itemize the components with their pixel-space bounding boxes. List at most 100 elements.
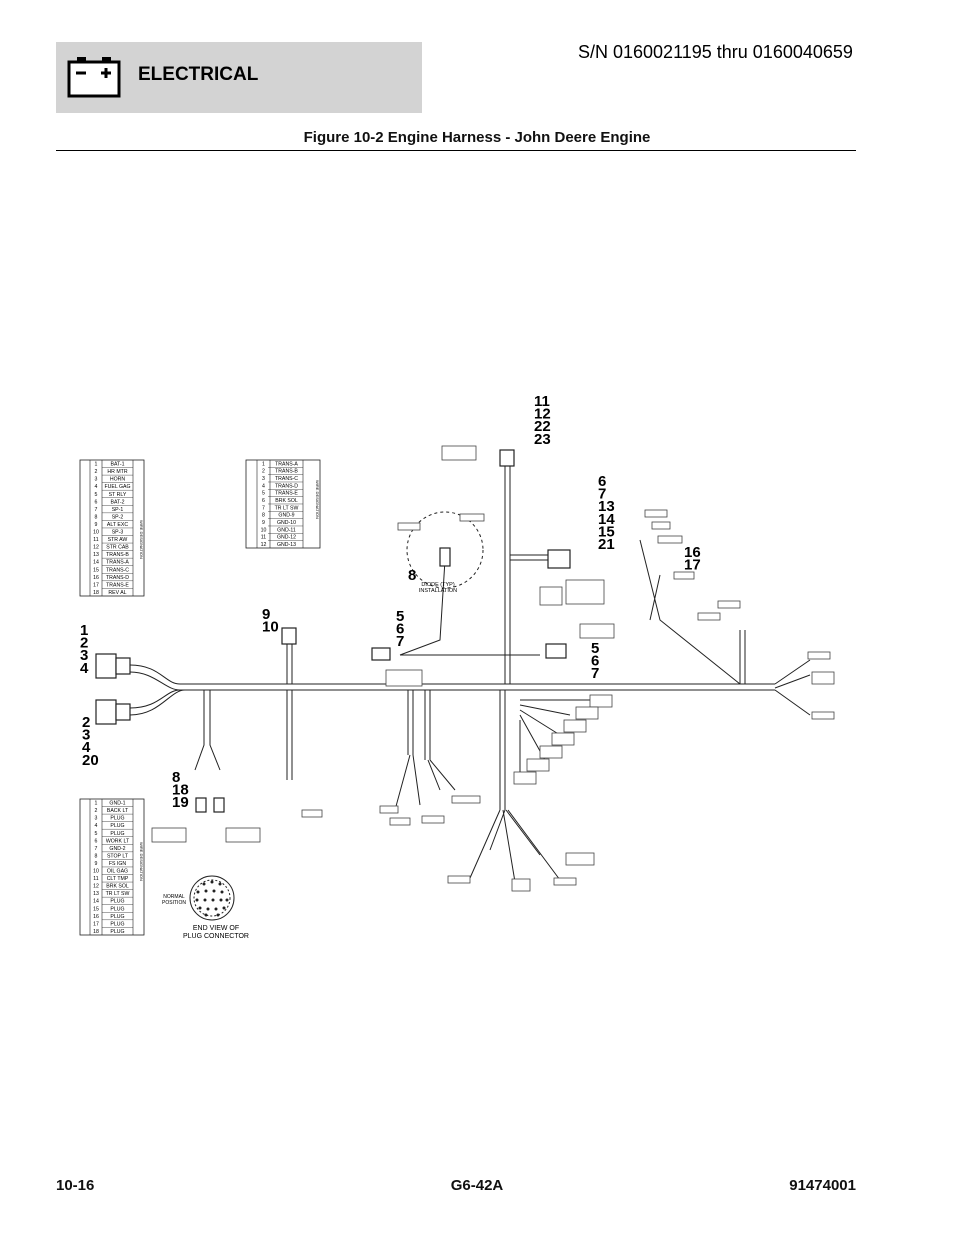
callout-5-7-right: 567	[591, 640, 599, 682]
figure-title: Figure 10-2 Engine Harness - John Deere …	[303, 129, 651, 146]
section-title: ELECTRICAL	[138, 64, 259, 85]
table-row-name: TR LT SW	[275, 505, 299, 511]
table-row-number: 8	[95, 514, 98, 520]
callout-5-7-left: 567	[396, 608, 404, 650]
callout-number: 14	[598, 511, 615, 528]
table-row-name: STR CAB	[106, 545, 129, 551]
table-row-number: 10	[93, 869, 99, 875]
callout-number: 20	[82, 752, 99, 769]
table-row-name: TRANS-B	[275, 469, 298, 475]
table-row-number: 16	[93, 575, 99, 581]
table-row-number: 7	[95, 846, 98, 852]
callout-number: 19	[172, 794, 189, 811]
table-row-number: 14	[93, 560, 99, 566]
table-row-number: 5	[95, 831, 98, 837]
callout-number: 3	[80, 647, 88, 664]
diode-note-line2: INSTALLATION	[419, 588, 457, 594]
section-header: ELECTRICAL	[56, 42, 422, 113]
table-row-number: 3	[95, 477, 98, 483]
table-row-name: GND-1	[109, 801, 125, 807]
right-branch-2	[739, 630, 746, 684]
connector-9-10	[281, 627, 297, 645]
callout-number: 11	[534, 393, 550, 410]
side-label-mt: WIRE DESIGNATION	[315, 480, 320, 519]
callout-number: 8	[408, 567, 416, 584]
callout-8: 8	[408, 567, 416, 584]
table-row-number: 10	[93, 530, 99, 536]
callout-number: 15	[598, 523, 615, 540]
callout-number: 21	[598, 536, 615, 553]
table-row-number: 3	[95, 816, 98, 822]
position-note-line2: POSITION	[162, 900, 186, 906]
table-row-number: 13	[93, 552, 99, 558]
callout-number: 16	[684, 544, 701, 561]
connector-8-18-19-a	[195, 797, 207, 813]
connector-2-4b	[115, 703, 131, 721]
table-row-name: OIL GAG	[107, 869, 128, 875]
table-row-number: 4	[262, 483, 265, 489]
table-row-name: PLUG	[110, 831, 124, 837]
connector-8-18-19-b	[213, 797, 225, 813]
callout-number: 6	[598, 473, 606, 490]
table-row-number: 6	[95, 838, 98, 844]
plug-connector-end-view	[189, 875, 235, 921]
callout-number: 7	[598, 486, 606, 503]
diode-run	[399, 559, 540, 656]
table-row-number: 4	[95, 484, 98, 490]
callout-number: 12	[534, 406, 551, 423]
table-row-name: CLT TMP	[107, 876, 129, 882]
callout-number: 2	[80, 635, 88, 652]
diode-note-line1: DIODE (TYP)	[421, 582, 454, 588]
callout-number: 5	[591, 640, 599, 657]
table-row-name: PLUG	[110, 914, 124, 920]
table-row-number: 14	[93, 899, 99, 905]
diode	[439, 547, 451, 567]
callout-number: 18	[172, 782, 189, 799]
table-row-number: 7	[95, 507, 98, 513]
connector-note-line1: END VIEW OF	[193, 925, 239, 932]
table-row-name: PLUG	[110, 921, 124, 927]
table-row-name: TR LT SW	[106, 891, 130, 897]
drop-9-10	[286, 640, 293, 684]
upper-branch	[510, 554, 548, 561]
callout-number: 4	[80, 660, 89, 677]
table-row-number: 9	[95, 861, 98, 867]
bottom-fan	[469, 809, 561, 883]
table-row-name: BACK LT	[107, 808, 129, 814]
table-row-name: ST RLY	[109, 492, 127, 498]
battery-icon	[67, 57, 121, 98]
table-row-number: 8	[95, 853, 98, 859]
table-row-name: STR AW	[108, 537, 128, 543]
connector-2-4	[95, 699, 117, 725]
table-row-name: TRANS-B	[106, 552, 129, 558]
right-branch	[639, 539, 741, 685]
callout-number: 7	[396, 633, 404, 650]
callout-number: 6	[396, 621, 404, 638]
table-row-name: TRANS-E	[275, 491, 298, 497]
side-label-lt: WIRE DESIGNATION	[139, 520, 144, 559]
page-number: 10-16	[56, 1177, 95, 1194]
table-row-name: REV AL	[108, 590, 126, 596]
drop-fan	[499, 690, 506, 810]
table-row-name: FS IGN	[109, 861, 127, 867]
table-row-number: 4	[95, 823, 98, 829]
right-end	[774, 659, 811, 716]
table-row-number: 13	[93, 891, 99, 897]
table-row-name: TRANS-A	[275, 461, 298, 467]
callout-number: 8	[172, 769, 180, 786]
table-row-number: 8	[262, 513, 265, 519]
table-row-name: PLUG	[110, 899, 124, 905]
connector-11-23	[499, 449, 515, 467]
table-row-number: 9	[262, 520, 265, 526]
callout-number: 2	[82, 714, 90, 731]
part-number: 91474001	[789, 1177, 856, 1194]
table-row-name: BAT-1	[110, 462, 124, 468]
callout-number: 4	[82, 739, 91, 756]
table-row-name: PLUG	[110, 816, 124, 822]
table-row-name: PLUG	[110, 906, 124, 912]
